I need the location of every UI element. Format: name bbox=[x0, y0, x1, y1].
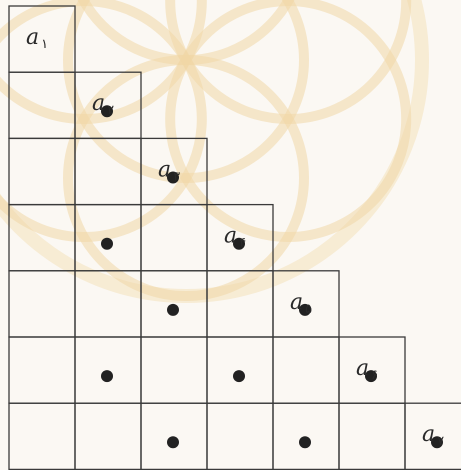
grid-cell bbox=[207, 337, 273, 403]
label-letter: a bbox=[356, 356, 369, 381]
grid-cell bbox=[9, 403, 75, 469]
label-letter: a bbox=[422, 422, 435, 447]
grid-dot bbox=[299, 436, 311, 448]
label-subscript: ۴ bbox=[239, 236, 246, 251]
label-letter: a bbox=[158, 157, 171, 182]
grid-cell bbox=[75, 337, 141, 403]
label-letter: a bbox=[92, 91, 105, 116]
grid-cell bbox=[141, 337, 207, 403]
label-subscript: ۳ bbox=[173, 169, 180, 184]
grid-dot bbox=[233, 370, 245, 382]
grid-cell bbox=[141, 271, 207, 337]
grid-cell bbox=[339, 403, 405, 469]
grid-dot bbox=[167, 436, 179, 448]
grid-cell bbox=[273, 403, 339, 469]
label-letter: a bbox=[26, 25, 39, 50]
grid-dot bbox=[101, 370, 113, 382]
label-subscript: ۱ bbox=[41, 37, 48, 52]
grid-dot bbox=[167, 304, 179, 316]
label-letter: a bbox=[290, 290, 303, 315]
grid-cell bbox=[141, 403, 207, 469]
grid-cell bbox=[273, 337, 339, 403]
grid-cell bbox=[9, 337, 75, 403]
label-subscript: ۲ bbox=[107, 103, 114, 118]
grid-cell bbox=[207, 403, 273, 469]
label-letter: a bbox=[224, 224, 237, 249]
grid-cell bbox=[75, 403, 141, 469]
label-subscript: ۷ bbox=[437, 434, 444, 449]
grid-cell bbox=[9, 271, 75, 337]
grid-dot bbox=[101, 238, 113, 250]
watermark-outer-ring bbox=[0, 0, 422, 296]
label-subscript: ۶ bbox=[371, 368, 378, 383]
flower-of-life-watermark-icon bbox=[0, 0, 422, 296]
label-subscript: ۵ bbox=[305, 302, 312, 317]
